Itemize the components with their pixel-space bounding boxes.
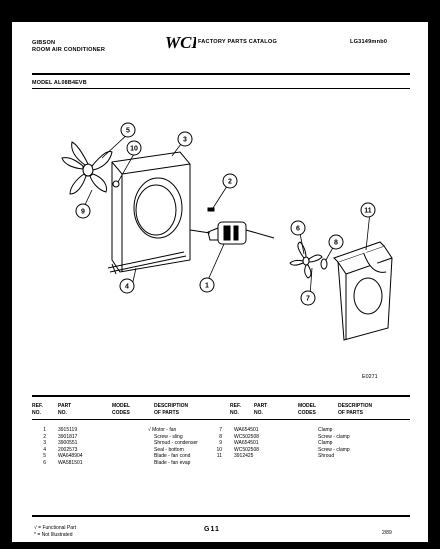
header-part-left: PART NO. bbox=[58, 403, 72, 416]
legend-functional: √ = Functional Part bbox=[34, 525, 77, 531]
evaporator-clamps bbox=[112, 180, 328, 270]
header-desc-left: DESCRIPTION OF PARTS bbox=[154, 403, 189, 416]
condenser-shroud bbox=[111, 151, 191, 273]
svg-text:WCI: WCI bbox=[165, 33, 196, 52]
callout-7: 7 bbox=[300, 290, 316, 306]
wci-logo: WCI bbox=[165, 33, 196, 52]
table-row: 6 WA581501 Blade - fan evap bbox=[43, 460, 191, 466]
header-codes-right: MODEL CODES bbox=[298, 403, 317, 416]
svg-text:3: 3 bbox=[183, 137, 187, 144]
table-row: 2 3901817 Screw - sling bbox=[43, 433, 183, 440]
header-desc-right: DESCRIPTION OF PARTS bbox=[338, 403, 373, 416]
fan-motor bbox=[189, 221, 275, 245]
callout-8: 8 bbox=[328, 234, 344, 250]
table-top-rule bbox=[32, 395, 410, 397]
callout-3: 3 bbox=[177, 131, 193, 147]
evaporator-fan-blade bbox=[289, 241, 323, 279]
model-number: MODEL AL08B4EVB bbox=[32, 80, 87, 86]
brand-name: GIBSON bbox=[32, 40, 56, 46]
header-codes-left: MODEL CODES bbox=[112, 403, 131, 416]
svg-text:5: 5 bbox=[126, 128, 130, 135]
header-part-right: PART NO. bbox=[254, 403, 268, 416]
table-row: 7 WA654501 Clamp bbox=[219, 427, 333, 433]
callout-11: 11 bbox=[360, 202, 376, 218]
legend-not-illustrated: * = Not Illustrated bbox=[34, 532, 73, 538]
table-row: 3 3900551 Shroud - condenser bbox=[43, 440, 198, 447]
callout-1: 1 bbox=[199, 277, 215, 293]
product-name: ROOM AIR CONDITIONER bbox=[32, 47, 106, 53]
catalog-date: 2/89 bbox=[382, 530, 392, 536]
header-ref-left: REF. NO. bbox=[32, 403, 43, 416]
condenser-fan-blade bbox=[61, 141, 113, 195]
table-row: 5 WA648904 Blade - fan cond bbox=[43, 453, 191, 460]
exploded-parts-diagram: 5 10 3 2 11 9 6 8 4 1 7 bbox=[61, 122, 393, 341]
table-row: 1 3915119 √ Motor - fan bbox=[43, 427, 177, 433]
svg-text:1: 1 bbox=[205, 283, 209, 290]
header-rule bbox=[32, 73, 410, 75]
svg-text:9: 9 bbox=[81, 209, 85, 216]
footer-rule bbox=[32, 515, 410, 517]
callout-6: 6 bbox=[290, 220, 306, 236]
svg-text:2: 2 bbox=[228, 179, 232, 186]
table-row: 8 WC502508 Screw - clamp bbox=[219, 433, 350, 440]
header-ref-right: REF. NO. bbox=[230, 403, 241, 416]
svg-text:8: 8 bbox=[334, 240, 338, 247]
table-row: 10 WC502508 Screw - clamp bbox=[216, 446, 350, 453]
parts-catalog-page: GIBSON ROOM AIR CONDITIONER WCI FACTORY … bbox=[12, 22, 428, 542]
callout-4: 4 bbox=[119, 278, 135, 294]
diagram-code: E0271 bbox=[362, 374, 378, 380]
callout-5: 5 bbox=[120, 122, 136, 138]
page-number: G11 bbox=[204, 526, 220, 533]
evaporator-shroud bbox=[333, 241, 393, 341]
catalog-title: FACTORY PARTS CATALOG bbox=[198, 39, 277, 45]
callout-9: 9 bbox=[75, 203, 91, 219]
table-row: 9 WA654501 Clamp bbox=[219, 440, 333, 447]
sling-screw bbox=[207, 207, 215, 212]
brand-block: GIBSON ROOM AIR CONDITIONER bbox=[32, 40, 105, 54]
model-rule bbox=[32, 88, 410, 89]
table-header-rule bbox=[32, 419, 410, 420]
callout-10: 10 bbox=[126, 140, 142, 156]
svg-text:6: 6 bbox=[296, 226, 300, 233]
svg-text:7: 7 bbox=[306, 296, 310, 303]
legend: √ = Functional Part * = Not Illustrated bbox=[34, 525, 76, 539]
svg-text:10: 10 bbox=[130, 146, 138, 153]
bottom-seal bbox=[107, 251, 187, 275]
svg-text:4: 4 bbox=[125, 284, 129, 291]
table-row: 4 2002573 Seal - bottom bbox=[43, 446, 184, 453]
table-row: 11 3912425 Shroud bbox=[216, 453, 335, 460]
catalog-code: LG3149mnb0 bbox=[350, 39, 388, 45]
callout-2: 2 bbox=[222, 173, 238, 189]
svg-text:11: 11 bbox=[364, 208, 372, 215]
